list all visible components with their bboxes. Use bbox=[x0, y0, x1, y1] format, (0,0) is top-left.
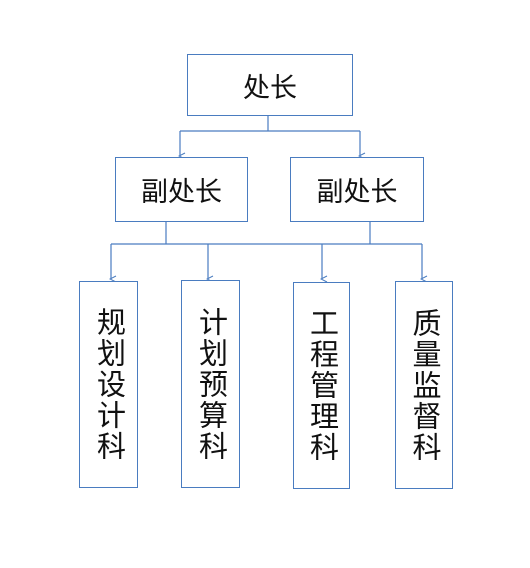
root-node-label: 处长 bbox=[243, 72, 297, 104]
department-node-label: 计划预算科 bbox=[194, 306, 229, 462]
department-node-box-4: 质量监督科 bbox=[395, 281, 453, 489]
department-node-box-1: 规划设计科 bbox=[79, 281, 138, 488]
deputy-node-label: 副处长 bbox=[141, 177, 222, 208]
department-node-box-3: 工程管理科 bbox=[293, 282, 350, 489]
department-node-label: 质量监督科 bbox=[407, 307, 442, 463]
department-node-box-2: 计划预算科 bbox=[181, 280, 240, 488]
department-node-label: 规划设计科 bbox=[92, 307, 127, 462]
department-node-label: 工程管理科 bbox=[305, 308, 340, 463]
deputy-node-box-1: 副处长 bbox=[115, 157, 248, 222]
root-node-box: 处长 bbox=[187, 54, 353, 116]
deputy-node-label: 副处长 bbox=[316, 177, 398, 208]
deputy-node-box-2: 副处长 bbox=[290, 157, 424, 222]
